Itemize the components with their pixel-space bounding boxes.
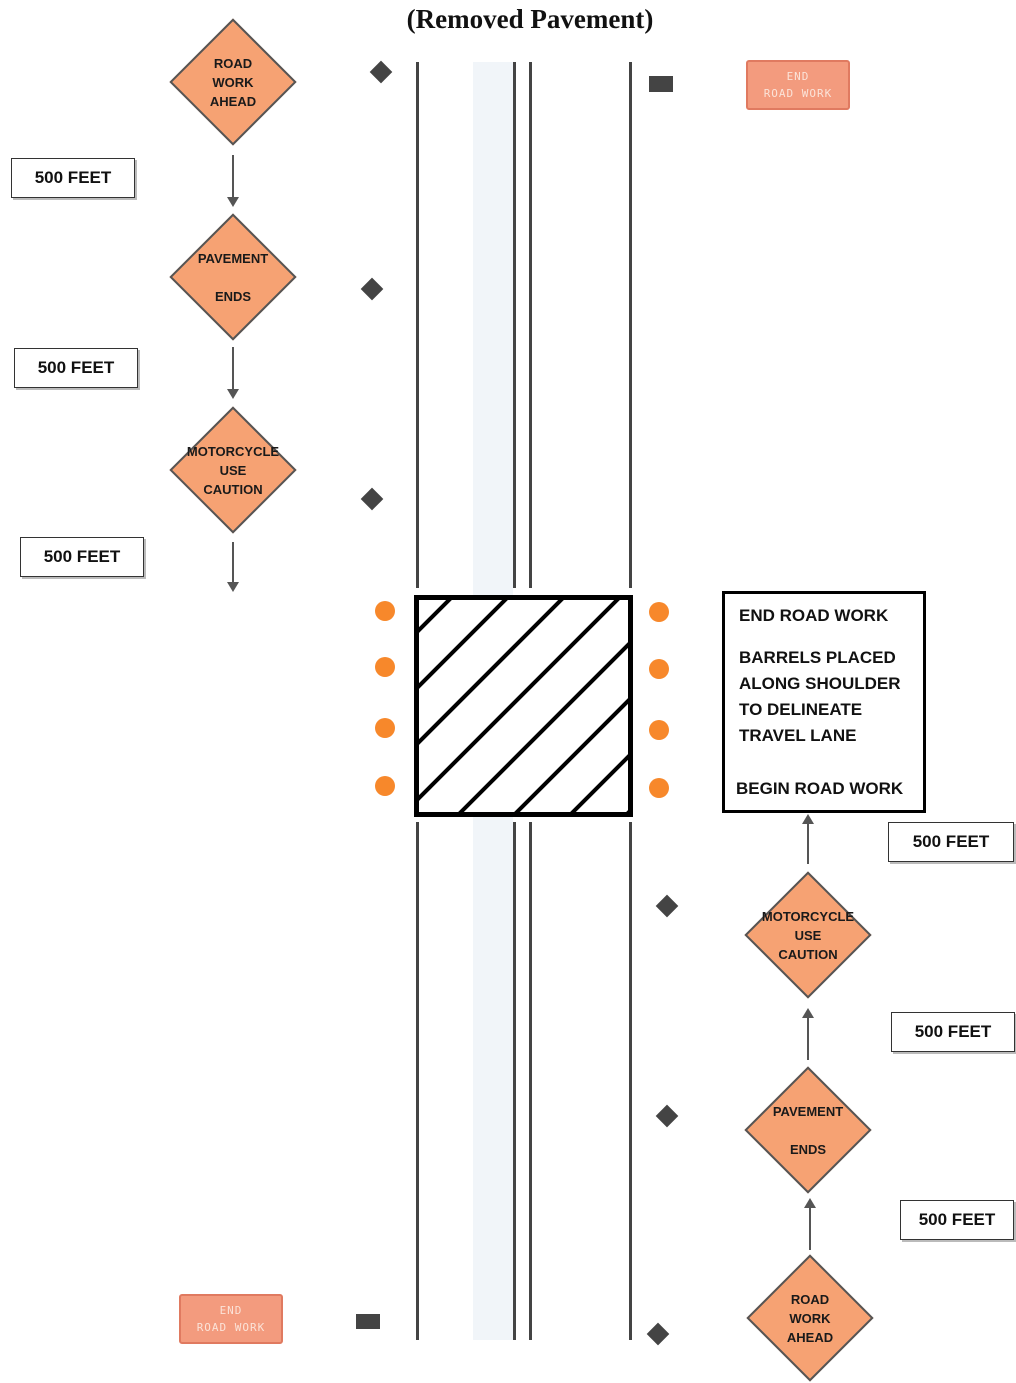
sign-text-line: CAUTION — [778, 946, 838, 962]
end-sign-line2: ROAD WORK — [763, 87, 833, 100]
sign-marker-left-2 — [360, 277, 384, 301]
distance-label-right-1: 500 FEET — [888, 822, 1014, 862]
barrel-left-4 — [375, 776, 395, 796]
distance-label-left-1: 500 FEET — [11, 158, 135, 198]
sign-marker-left-3 — [360, 487, 384, 511]
sign-text-line: ENDS — [214, 288, 252, 304]
sign-marker-right-3 — [646, 1322, 670, 1346]
legend-begin-road-work: BEGIN ROAD WORK — [736, 779, 904, 798]
motorcycle-caution-sign-right: MOTORCYCLE USE CAUTION — [744, 871, 872, 999]
sign-text-line: WORK — [789, 1310, 831, 1326]
lane-line-center-b-bottom — [529, 822, 532, 1340]
motorcycle-caution-sign-left: MOTORCYCLE USE CAUTION — [169, 406, 297, 534]
end-sign-marker-bottom — [356, 1314, 380, 1329]
barrel-right-3 — [649, 720, 669, 740]
barrel-right-1 — [649, 602, 669, 622]
arrow-up-icon — [802, 1008, 814, 1060]
barrel-right-2 — [649, 659, 669, 679]
sign-text-line: AHEAD — [209, 93, 257, 109]
end-sign-line1: END — [786, 70, 810, 83]
lane-line-center-a-bottom — [513, 822, 516, 1340]
distance-label-left-3: 500 FEET — [20, 537, 144, 577]
legend-box: END ROAD WORK BARRELS PLACED ALONG SHOUL… — [722, 591, 926, 813]
sign-text-line: WORK — [212, 74, 254, 90]
sign-text-line: CAUTION — [203, 481, 263, 497]
lane-line-center-b-top — [529, 62, 532, 588]
barrel-left-3 — [375, 718, 395, 738]
barrel-right-4 — [649, 778, 669, 798]
barrel-left-2 — [375, 657, 395, 677]
sign-text-line: ROAD — [213, 55, 253, 71]
end-road-work-sign-top: END ROAD WORK — [746, 60, 850, 110]
distance-label-left-2: 500 FEET — [14, 348, 138, 388]
distance-label-right-3: 500 FEET — [900, 1200, 1014, 1240]
work-zone-hatched-area — [414, 595, 633, 817]
sign-marker-right-2 — [655, 1104, 679, 1128]
arrow-up-icon — [804, 1198, 816, 1250]
end-road-work-sign-bottom: END ROAD WORK — [179, 1294, 283, 1344]
sign-text-line: PAVEMENT — [197, 250, 269, 266]
diagram-title: (Removed Pavement) — [406, 4, 654, 34]
legend-end-road-work: END ROAD WORK — [739, 606, 889, 625]
road-work-ahead-sign-left: ROAD WORK AHEAD — [169, 18, 297, 146]
lane-line-center-a-top — [513, 62, 516, 588]
end-sign-line2: ROAD WORK — [196, 1321, 266, 1334]
end-sign-line1: END — [219, 1304, 243, 1317]
sign-marker-left-1 — [369, 60, 393, 84]
arrow-up-icon — [802, 814, 814, 864]
end-sign-marker-top — [649, 76, 673, 92]
arrow-down-icon — [227, 542, 239, 592]
sign-text-line: PAVEMENT — [772, 1103, 844, 1119]
lane-line-left-bottom — [416, 822, 419, 1340]
lane-line-left-top — [416, 62, 419, 588]
barrel-left-1 — [375, 601, 395, 621]
legend-shoulder-line: ALONG SHOULDER — [739, 674, 901, 693]
sign-text-line: USE — [219, 462, 247, 478]
road-work-ahead-sign-right: ROAD WORK AHEAD — [746, 1254, 874, 1382]
legend-delineate-line: TO DELINEATE — [739, 700, 863, 719]
sign-text-line: USE — [794, 927, 822, 943]
sign-text-line: MOTORCYCLE — [186, 443, 280, 459]
sign-text-line: AHEAD — [786, 1329, 834, 1345]
legend-barrels-line: BARRELS PLACED — [739, 648, 896, 667]
pavement-ends-sign-left: PAVEMENT ENDS — [169, 213, 297, 341]
pavement-ends-sign-right: PAVEMENT ENDS — [744, 1066, 872, 1194]
lane-line-right-top — [629, 62, 632, 588]
sign-text-line: MOTORCYCLE — [761, 908, 855, 924]
hatch-pattern — [419, 600, 628, 812]
arrow-down-icon — [227, 155, 239, 207]
distance-label-right-2: 500 FEET — [891, 1012, 1015, 1052]
sign-text-line: ENDS — [789, 1141, 827, 1157]
sign-marker-right-1 — [655, 894, 679, 918]
lane-line-right-bottom — [629, 822, 632, 1340]
sign-text-line: ROAD — [790, 1291, 830, 1307]
arrow-down-icon — [227, 347, 239, 399]
legend-travel-lane-line: TRAVEL LANE — [739, 726, 857, 745]
